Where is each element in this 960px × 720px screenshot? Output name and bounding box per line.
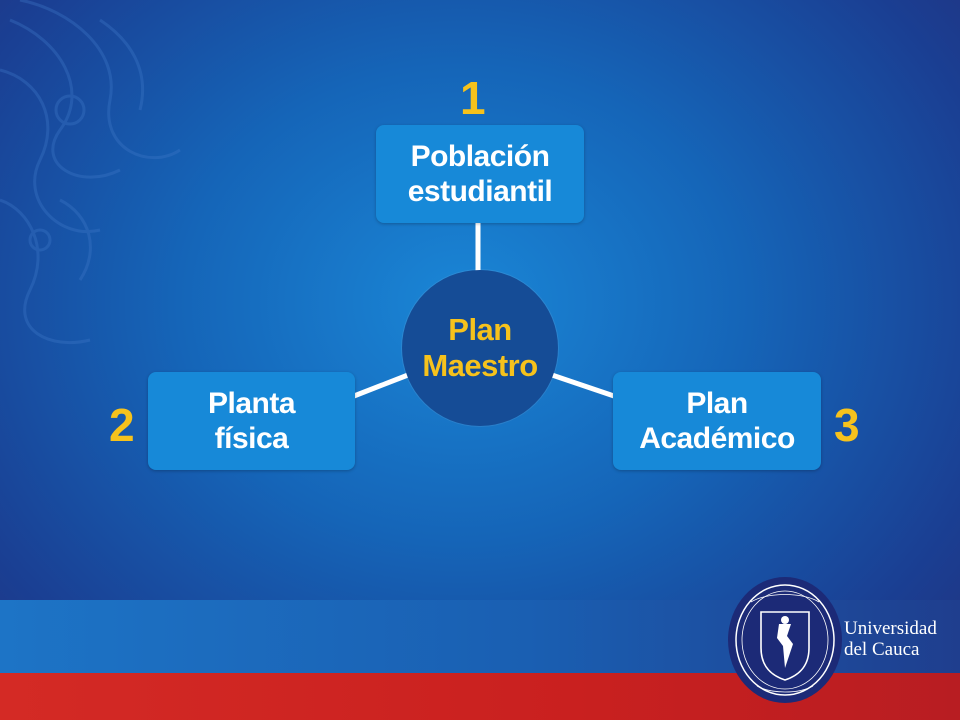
hub-label-line2: Maestro	[422, 348, 538, 383]
university-name-line1: Universidad	[844, 618, 937, 639]
node-label-line1: Planta	[207, 386, 296, 420]
node-number-3: 3	[834, 399, 860, 451]
connector-line-3	[551, 372, 615, 399]
node-number-1: 1	[460, 72, 486, 124]
center-hub-plan-maestro: Plan Maestro	[402, 270, 558, 426]
node-box-plan-academico: Plan Académico	[613, 372, 821, 470]
hub-label-line1: Plan	[448, 312, 512, 348]
university-seal-icon	[728, 577, 842, 703]
swirl-ornament-icon	[0, 0, 181, 345]
node-label-line2: Académico	[639, 422, 795, 455]
node-label-line2: física	[214, 422, 289, 455]
node-label-line1: Población	[410, 139, 550, 173]
node-label-line1: Plan	[686, 386, 748, 420]
university-name-line2: del Cauca	[844, 639, 920, 661]
node-box-poblacion-estudiantil: Población estudiantil	[376, 125, 584, 223]
university-name: Universidad del Cauca	[844, 618, 937, 661]
node-box-planta-fisica: Planta física	[148, 372, 355, 470]
node-label-line2: estudiantil	[407, 175, 553, 208]
connector-line-2	[353, 372, 409, 399]
node-number-2: 2	[109, 399, 135, 451]
